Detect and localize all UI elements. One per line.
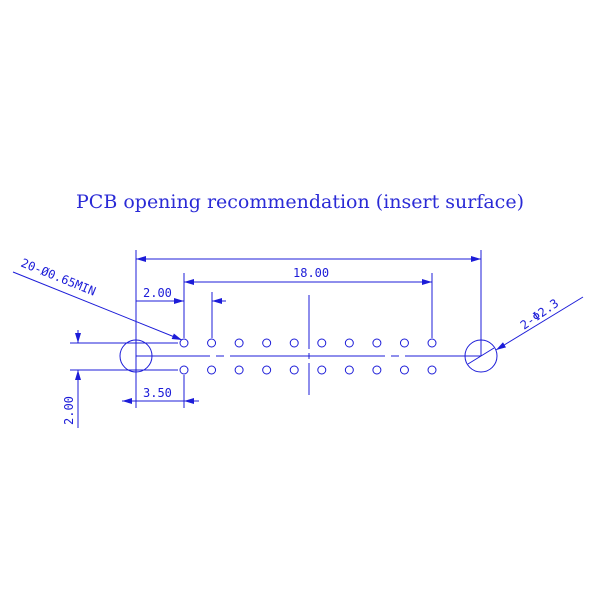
mount-hole-leader bbox=[495, 296, 584, 351]
pin-hole bbox=[262, 365, 272, 375]
pin-hole bbox=[427, 338, 437, 348]
pin-hole bbox=[317, 365, 327, 375]
pin-hole bbox=[372, 338, 382, 348]
pin-hole bbox=[344, 365, 354, 375]
span-dimension-label: 18.00 bbox=[293, 266, 329, 280]
offset-dimension-label: 3.50 bbox=[143, 386, 172, 400]
pin-hole bbox=[179, 338, 189, 348]
pin-hole bbox=[289, 365, 299, 375]
pin-hole bbox=[344, 338, 354, 348]
pin-hole bbox=[427, 365, 437, 375]
pitch-dimension-label: 2.00 bbox=[143, 286, 172, 300]
pin-hole bbox=[207, 338, 217, 348]
pin-hole-grid bbox=[179, 338, 437, 375]
pin-hole bbox=[317, 338, 327, 348]
drawing-title: PCB opening recommendation (insert surfa… bbox=[76, 191, 524, 213]
pin-hole bbox=[234, 338, 244, 348]
pin-hole-leader bbox=[12, 271, 183, 341]
pin-hole bbox=[234, 365, 244, 375]
pin-hole bbox=[179, 365, 189, 375]
pin-hole bbox=[372, 365, 382, 375]
pin-hole bbox=[289, 338, 299, 348]
row-dimension-label: 2.00 bbox=[62, 396, 76, 425]
pin-hole bbox=[262, 338, 272, 348]
pin-hole bbox=[399, 338, 409, 348]
pin-hole bbox=[399, 365, 409, 375]
pin-hole-callout: 20-Ø0.65MIN bbox=[19, 256, 98, 299]
pin-hole bbox=[207, 365, 217, 375]
